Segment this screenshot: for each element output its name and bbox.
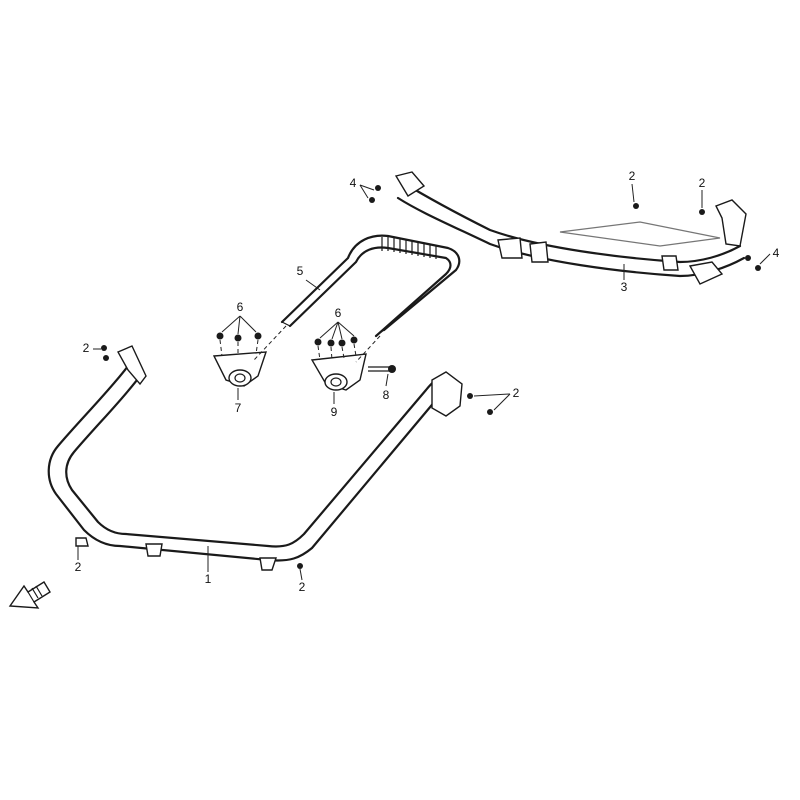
part-7-handle-bracket <box>212 351 267 387</box>
fastener-hardware <box>101 185 761 569</box>
handle-grip-texture <box>381 237 437 259</box>
part-6-nuts-left <box>216 332 262 357</box>
callout-2-rear-mid: 2 <box>629 169 636 183</box>
callout-6-right: 6 <box>335 306 342 320</box>
part-5-grab-handle <box>280 234 461 338</box>
part-9-handle-bracket <box>310 353 367 391</box>
callout-7: 7 <box>235 401 242 415</box>
callout-labels: 1 2 2 2 2 2 2 3 4 4 5 6 6 7 8 9 <box>75 169 780 594</box>
callout-4-left: 4 <box>350 176 357 190</box>
callout-2-lower-right: 2 <box>299 580 306 594</box>
callout-2-left-front: 2 <box>75 560 82 574</box>
callout-2-rear-right: 2 <box>699 176 706 190</box>
callout-8: 8 <box>383 388 390 402</box>
leader-lines <box>77 183 771 581</box>
callout-4-right: 4 <box>773 246 780 260</box>
callout-1: 1 <box>205 572 212 586</box>
part-1-front-tube-bar <box>47 345 463 571</box>
part-6-nuts-right <box>314 336 358 361</box>
callout-9: 9 <box>331 405 338 419</box>
part-8-bolt <box>368 365 396 373</box>
front-direction-arrow-icon <box>8 581 51 609</box>
callout-5: 5 <box>297 264 304 278</box>
callout-2-upper-left: 2 <box>83 341 90 355</box>
part-3-rear-tube-bar <box>394 171 747 285</box>
callout-2-front-bracket: 2 <box>513 386 520 400</box>
callout-3: 3 <box>621 280 628 294</box>
callout-6-left: 6 <box>237 300 244 314</box>
